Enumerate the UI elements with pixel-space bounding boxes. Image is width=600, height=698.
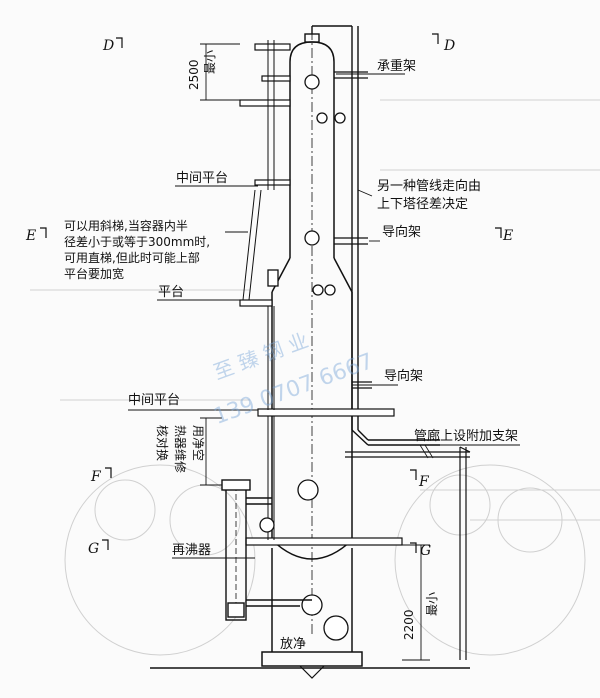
label-maintenance-3: 用净空 xyxy=(191,425,205,461)
label-ladder-note-2: 径差小于或等于300mm时, xyxy=(64,235,210,249)
section-g-right: G xyxy=(420,543,431,559)
platforms xyxy=(239,43,403,546)
label-drain: 放净 xyxy=(280,637,306,652)
label-maintenance-2: 热器维修 xyxy=(173,425,188,473)
label-ladder-note-3: 可用直梯,但此时可能上部 xyxy=(64,250,200,265)
label-middle-platform-lower: 中间平台 xyxy=(128,393,180,408)
label-guide-frame-upper: 导向架 xyxy=(382,224,421,240)
label-alt-piping-2: 上下塔径差决定 xyxy=(377,197,468,212)
dim-top-value: 2500 xyxy=(187,59,201,90)
label-ladder-note-1: 可以用斜梯,当容器内半 xyxy=(64,218,188,233)
dim-bottom-min: 最小 xyxy=(425,592,439,616)
label-bearing-frame: 承重架 xyxy=(377,58,416,74)
label-guide-frame-lower: 导向架 xyxy=(384,368,423,384)
pipe-rack xyxy=(345,444,471,660)
dim-bottom-value: 2200 xyxy=(402,609,416,640)
top-vapor-line xyxy=(304,25,440,446)
support-frames xyxy=(334,71,372,389)
reboiler xyxy=(221,479,312,621)
background-equipment xyxy=(30,99,600,656)
label-ladder-note-4: 平台要加宽 xyxy=(64,266,124,281)
label-platform: 平台 xyxy=(158,285,184,300)
dimension-lines xyxy=(200,43,430,661)
label-alt-piping-1: 另一种管线走向由 xyxy=(377,178,481,194)
section-f-left: F xyxy=(90,469,102,485)
ladders xyxy=(242,40,275,540)
leader-lines xyxy=(128,73,520,559)
label-pipe-rack-support: 管廊上设附加支架 xyxy=(414,428,518,444)
label-middle-platform-upper: 中间平台 xyxy=(176,171,228,186)
section-markers xyxy=(40,33,502,553)
section-d-right: D xyxy=(443,38,455,54)
section-f-right: F xyxy=(418,474,430,490)
label-maintenance-1: 核对换 xyxy=(155,425,169,461)
section-d-left: D xyxy=(102,38,114,54)
label-reboiler: 再沸器 xyxy=(172,543,211,558)
section-e-right: E xyxy=(502,228,513,244)
section-g-left: G xyxy=(88,541,99,557)
dim-top-min: 最小 xyxy=(203,50,217,74)
section-e-left: E xyxy=(25,228,36,244)
